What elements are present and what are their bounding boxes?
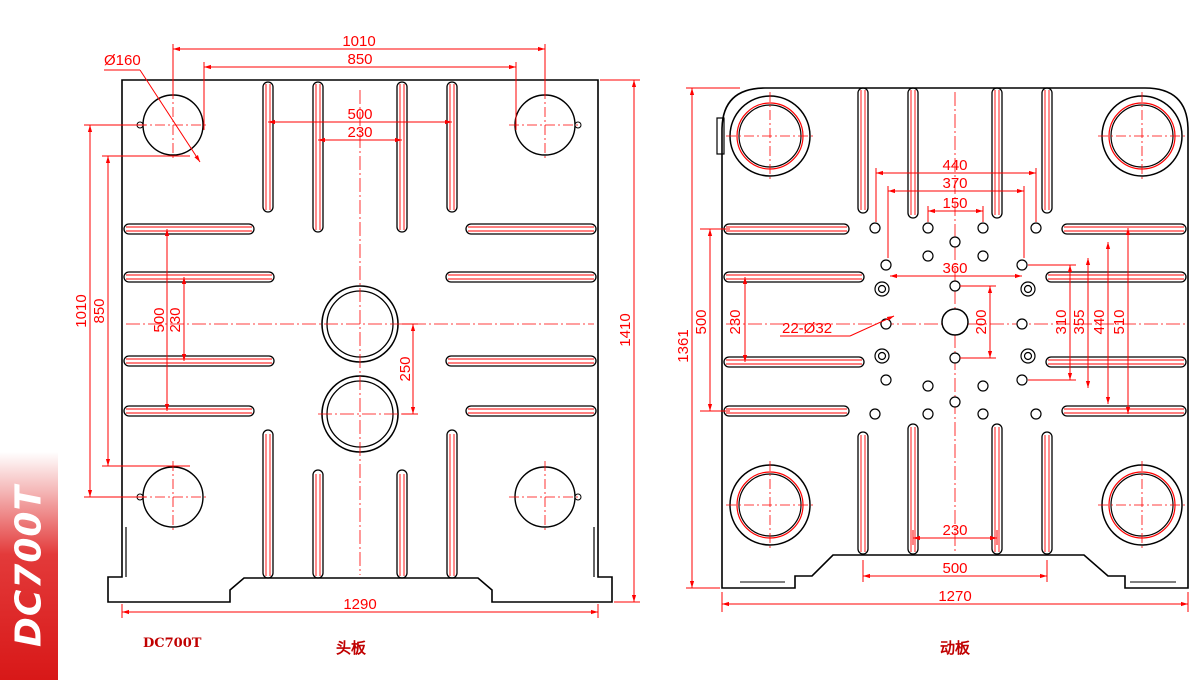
- dim-bottom-230: 230: [942, 522, 967, 539]
- fixed-bottom-slots: [262, 429, 458, 579]
- fixed-plate-caption: 头板: [336, 639, 367, 657]
- dim-height-left-inner: 850: [91, 298, 108, 323]
- dim-310: 310: [1053, 309, 1070, 334]
- moving-plate-outline: [721, 87, 1189, 589]
- dim-tie-bar-dia: Ø160: [104, 52, 141, 69]
- dim-left-500: 500: [151, 307, 168, 332]
- dim-510: 510: [1111, 309, 1128, 334]
- fixed-top-slots: [262, 81, 458, 233]
- dim-440: 440: [942, 157, 967, 174]
- dim-slot-230: 230: [347, 124, 372, 141]
- dim-total-height: 1410: [617, 313, 634, 346]
- moving-top-slots: [857, 87, 1053, 555]
- fixed-plate-outline: [107, 79, 613, 603]
- dim-left-500: 500: [693, 309, 710, 334]
- dim-bottom-500: 500: [942, 560, 967, 577]
- dim-360: 360: [942, 260, 967, 277]
- dim-holes: 22-Ø32: [782, 320, 832, 337]
- dim-150: 150: [942, 195, 967, 212]
- moving-side-slots: [723, 223, 1187, 417]
- dim-left-230: 230: [167, 307, 184, 332]
- dim-200: 200: [973, 309, 990, 334]
- moving-dimension-lines: [686, 87, 1189, 612]
- dim-width-top: 1010: [342, 33, 375, 50]
- dim-total-height: 1361: [675, 329, 692, 362]
- dim-width-inner: 850: [347, 51, 372, 68]
- dim-bottom-width: 1290: [343, 596, 376, 613]
- fixed-right-slots: [445, 223, 597, 417]
- moving-plate: 440 370 150 360 22-Ø32 200 310 355 440 5…: [675, 87, 1189, 612]
- fixed-left-slots: [123, 223, 275, 417]
- ejector-center-hole: [941, 308, 969, 336]
- model-caption: DC700T: [143, 636, 202, 651]
- fixed-plate: Ø160 1010 850 500 230 1290 1010 850 500 …: [73, 33, 640, 618]
- moving-guide-holes: [874, 281, 1036, 364]
- dim-440-vertical: 440: [1091, 309, 1108, 334]
- model-badge: DC700T: [0, 452, 58, 680]
- dim-center-250: 250: [397, 356, 414, 381]
- dim-370: 370: [942, 175, 967, 192]
- dim-355: 355: [1071, 309, 1088, 334]
- dim-bottom-width: 1270: [938, 588, 971, 605]
- dim-slot-500: 500: [347, 106, 372, 123]
- moving-mounting-holes: [869, 222, 1042, 420]
- dim-height-left: 1010: [73, 294, 90, 327]
- dim-left-230: 230: [727, 309, 744, 334]
- moving-plate-caption: 动板: [940, 639, 971, 657]
- fixed-dimension-lines: [84, 44, 640, 618]
